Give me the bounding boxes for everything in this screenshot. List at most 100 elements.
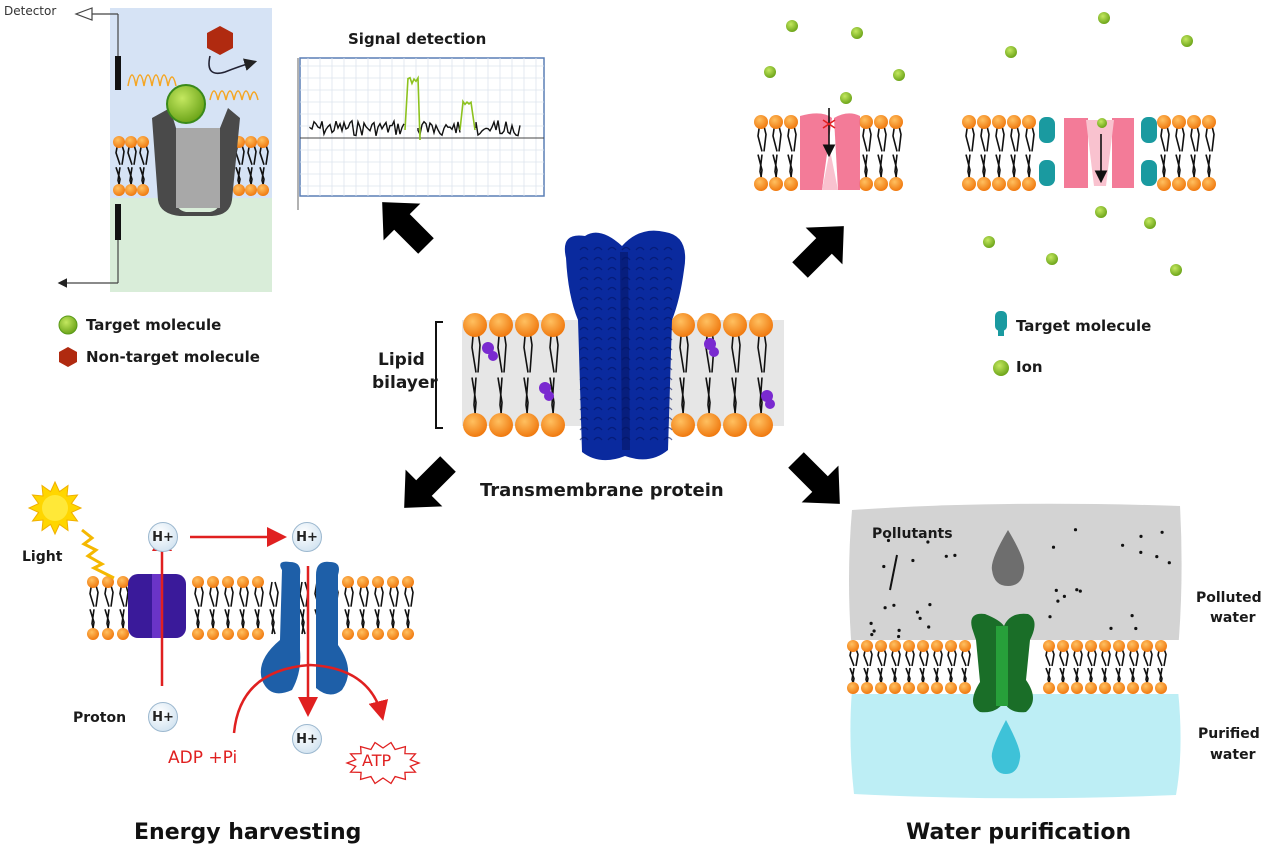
energy-title: Energy harvesting xyxy=(134,820,362,845)
lipid-head xyxy=(1022,177,1036,191)
ion-particle xyxy=(1098,12,1110,24)
bilayer-label-2: bilayer xyxy=(372,373,438,393)
lipid-head xyxy=(222,628,234,640)
lipid-head xyxy=(769,115,783,129)
lipid-head xyxy=(697,313,721,337)
pollutant-dot xyxy=(1078,589,1082,593)
lipid-head xyxy=(207,576,219,588)
ion-particle xyxy=(893,69,905,81)
lipid-head xyxy=(959,640,971,652)
lipid-head xyxy=(372,628,384,640)
lipid-head xyxy=(945,640,957,652)
proton-label: Proton xyxy=(73,710,127,726)
lipid-head xyxy=(917,640,929,652)
lipid-head xyxy=(889,115,903,129)
lipid-head xyxy=(113,136,125,148)
lipid-head xyxy=(1187,115,1201,129)
pollutant-dot xyxy=(927,625,931,629)
lipid-head xyxy=(1172,177,1186,191)
lipid-head xyxy=(754,177,768,191)
lipid-head xyxy=(237,628,249,640)
ion-particle xyxy=(1046,253,1058,265)
lipid-head xyxy=(1127,682,1139,694)
lipid-head xyxy=(125,136,137,148)
lipid-head xyxy=(959,682,971,694)
lipid-head xyxy=(1127,640,1139,652)
lipid-head xyxy=(387,576,399,588)
pollutant-dot xyxy=(870,633,874,637)
lipid-head xyxy=(1043,682,1055,694)
ion-particle xyxy=(786,20,798,32)
pollutant-dot xyxy=(1048,615,1052,619)
pollutant-dot xyxy=(1139,550,1143,555)
lipid-head xyxy=(1085,640,1097,652)
lipid-head xyxy=(1007,115,1021,129)
lipid-head xyxy=(1007,177,1021,191)
proton-bubble-bottom-right: H+ xyxy=(292,724,322,754)
atp-label: ATP xyxy=(362,751,392,770)
block-x-icon xyxy=(822,119,836,129)
detector-label: Detector xyxy=(4,4,57,18)
pollutant-dot xyxy=(944,554,948,558)
lipid-head xyxy=(784,177,798,191)
proton-bubble-top-left: H+ xyxy=(148,522,178,552)
clean-droplet xyxy=(991,720,1021,774)
lipid-head xyxy=(515,313,539,337)
lipid-head xyxy=(357,628,369,640)
pollutant-dot xyxy=(1051,545,1056,549)
teal-target-right xyxy=(1141,117,1157,143)
lipid-head xyxy=(237,576,249,588)
pollutant-dot xyxy=(928,603,932,607)
lipid-head xyxy=(977,177,991,191)
lipid-head xyxy=(222,576,234,588)
sensing-panel xyxy=(57,7,272,292)
lipid-head xyxy=(1141,640,1153,652)
lipid-head xyxy=(207,628,219,640)
lipid-head xyxy=(257,184,269,196)
lipid-head xyxy=(945,682,957,694)
lipid-head xyxy=(697,413,721,437)
lipid-head xyxy=(342,576,354,588)
lipid-head xyxy=(117,628,129,640)
pollutant-dot xyxy=(883,606,887,610)
atp-synthase-left xyxy=(260,561,301,694)
lipid-head xyxy=(1071,640,1083,652)
lipid-head xyxy=(257,136,269,148)
pink-channel-right xyxy=(834,113,860,190)
ion-particle xyxy=(1144,217,1156,229)
purified-label-2: water xyxy=(1210,747,1256,763)
lipid-head xyxy=(723,313,747,337)
lipid-head xyxy=(859,115,873,129)
electrode-top xyxy=(115,56,121,90)
lipid-head xyxy=(1155,640,1167,652)
lipid-head xyxy=(875,640,887,652)
green-sphere-icon xyxy=(58,315,78,335)
lipid-head xyxy=(233,184,245,196)
lipid-head xyxy=(357,576,369,588)
lipid-head xyxy=(192,628,204,640)
pollutant-dot xyxy=(872,629,876,633)
lipid-head xyxy=(917,682,929,694)
vibration-wave-right xyxy=(209,90,259,101)
pollutant-dot xyxy=(882,564,886,569)
light-wave xyxy=(81,528,115,580)
lipid-head xyxy=(463,413,487,437)
polluted-label-2: water xyxy=(1210,610,1256,626)
lipid-head xyxy=(859,177,873,191)
pollutant-dot xyxy=(886,538,891,543)
pollutant-dot xyxy=(1139,534,1143,539)
lipid-head xyxy=(102,628,114,640)
non-target-hexagon xyxy=(207,26,233,55)
lipid-head xyxy=(861,682,873,694)
pollutant-dot xyxy=(1121,543,1125,547)
lipid-head xyxy=(489,313,513,337)
lipid-head xyxy=(1113,682,1125,694)
signal-title: Signal detection xyxy=(348,30,487,48)
pollutant-dot xyxy=(1062,594,1066,599)
bilayer-label-1: Lipid xyxy=(378,350,425,370)
lipid-head xyxy=(489,413,513,437)
lipid-head xyxy=(245,136,257,148)
vibration-wave-left xyxy=(127,74,177,87)
atp-synthase-right xyxy=(316,561,349,695)
